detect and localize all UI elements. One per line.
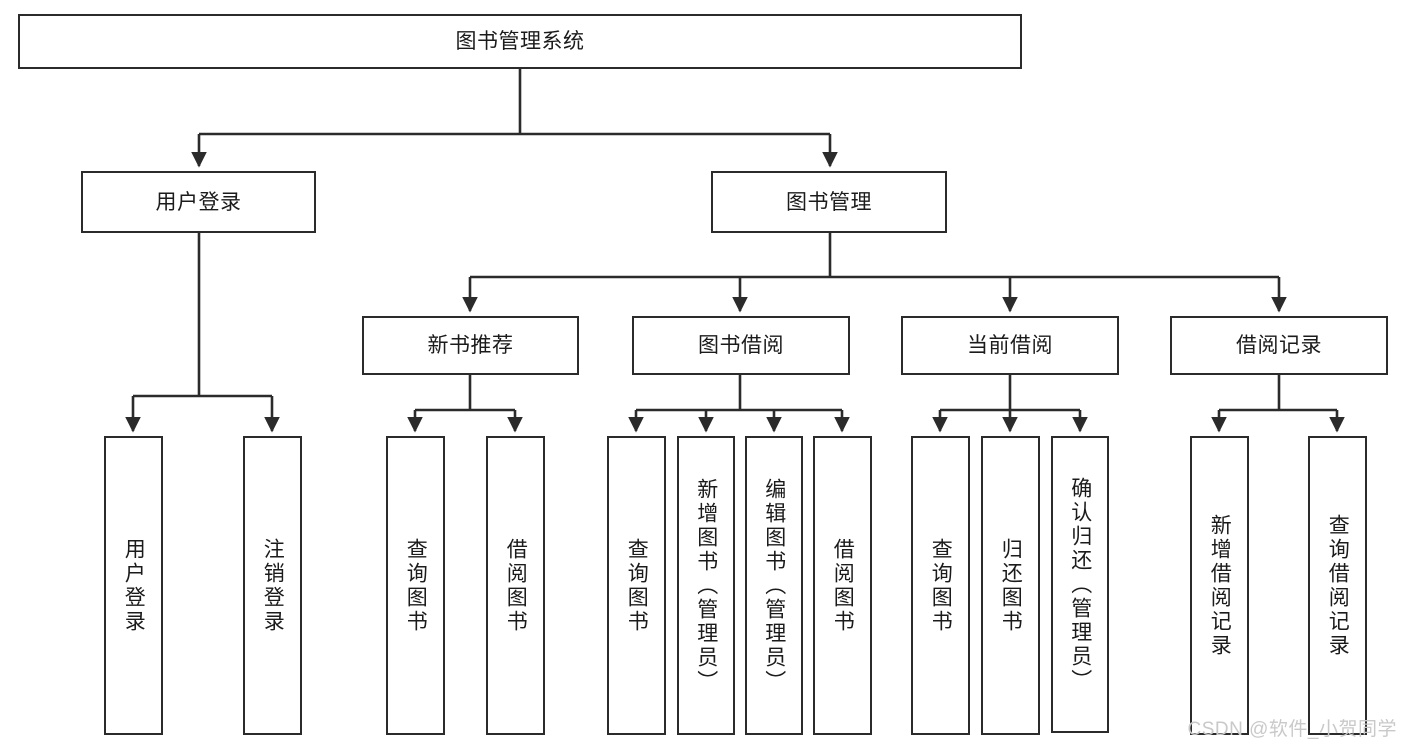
node-current-borrow-label: 当前借阅 xyxy=(967,334,1053,357)
node-user-login[interactable]: 用户登录 xyxy=(81,171,316,233)
node-leaf-borrow-book-rec-label: 借阅图书 xyxy=(504,537,528,634)
node-leaf-confirm-return-admin-label: 确认归还（管理员） xyxy=(1068,476,1092,693)
node-leaf-query-book-borrow-label: 查询图书 xyxy=(625,537,649,634)
node-leaf-query-book-borrow[interactable]: 查询图书 xyxy=(607,436,666,735)
node-leaf-logout-label: 注销登录 xyxy=(261,537,285,634)
node-leaf-query-borrow-record[interactable]: 查询借阅记录 xyxy=(1308,436,1367,735)
node-book-borrow-label: 图书借阅 xyxy=(698,334,784,357)
node-book-borrow[interactable]: 图书借阅 xyxy=(632,316,850,375)
node-leaf-query-book-current[interactable]: 查询图书 xyxy=(911,436,970,735)
node-leaf-add-book-admin-label: 新增图书（管理员） xyxy=(694,477,718,694)
node-leaf-return-book-label: 归还图书 xyxy=(999,537,1023,634)
node-new-book-recommend[interactable]: 新书推荐 xyxy=(362,316,579,375)
node-leaf-borrow-book-rec[interactable]: 借阅图书 xyxy=(486,436,545,735)
node-leaf-user-login-label: 用户登录 xyxy=(122,537,146,634)
node-leaf-query-book-current-label: 查询图书 xyxy=(929,537,953,634)
node-leaf-borrow-book-label: 借阅图书 xyxy=(831,537,855,634)
node-leaf-borrow-book[interactable]: 借阅图书 xyxy=(813,436,872,735)
node-root-system[interactable]: 图书管理系统 xyxy=(18,14,1022,69)
node-leaf-query-book-rec-label: 查询图书 xyxy=(404,537,428,634)
node-leaf-edit-book-admin[interactable]: 编辑图书（管理员） xyxy=(745,436,803,735)
node-book-management-label: 图书管理 xyxy=(786,190,872,214)
node-leaf-query-book-rec[interactable]: 查询图书 xyxy=(386,436,445,735)
node-current-borrow[interactable]: 当前借阅 xyxy=(901,316,1119,375)
node-borrow-record[interactable]: 借阅记录 xyxy=(1170,316,1388,375)
node-leaf-logout[interactable]: 注销登录 xyxy=(243,436,302,735)
node-root-label: 图书管理系统 xyxy=(455,30,585,53)
node-user-login-label: 用户登录 xyxy=(155,190,242,214)
node-leaf-user-login[interactable]: 用户登录 xyxy=(104,436,163,735)
node-borrow-record-label: 借阅记录 xyxy=(1236,334,1322,357)
node-leaf-add-book-admin[interactable]: 新增图书（管理员） xyxy=(677,436,735,735)
node-leaf-return-book[interactable]: 归还图书 xyxy=(981,436,1040,735)
node-book-management[interactable]: 图书管理 xyxy=(711,171,947,233)
node-leaf-add-borrow-record[interactable]: 新增借阅记录 xyxy=(1190,436,1249,735)
node-leaf-query-borrow-record-label: 查询借阅记录 xyxy=(1326,513,1350,658)
node-leaf-confirm-return-admin[interactable]: 确认归还（管理员） xyxy=(1051,436,1109,733)
node-leaf-add-borrow-record-label: 新增借阅记录 xyxy=(1208,513,1232,658)
node-new-book-recommend-label: 新书推荐 xyxy=(427,334,514,357)
node-leaf-edit-book-admin-label: 编辑图书（管理员） xyxy=(762,477,786,694)
